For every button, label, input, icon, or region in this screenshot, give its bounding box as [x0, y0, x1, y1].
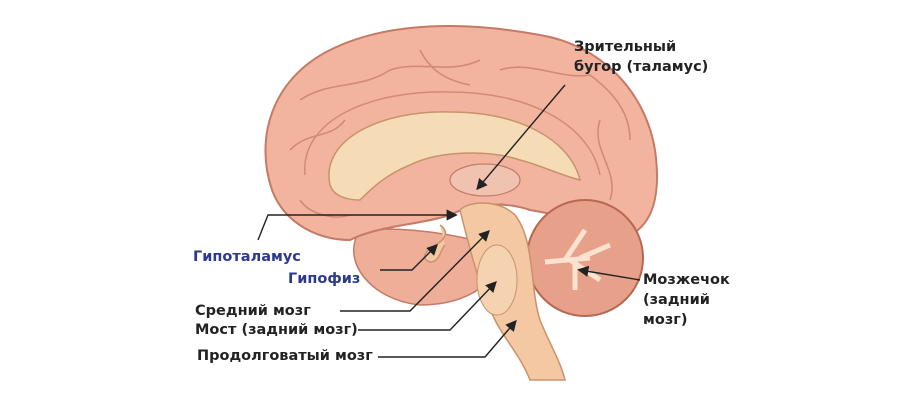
pons-leader — [358, 280, 497, 331]
cerebellum-leader — [577, 265, 641, 281]
pituitary-label: Гипофиз — [288, 271, 361, 287]
midbrain-label: Средний мозг — [195, 303, 311, 319]
corpus-callosum — [328, 111, 582, 201]
thalamus-label-line1: Зрительный — [574, 39, 677, 55]
pituitary-leader — [380, 244, 438, 271]
cerebellum-label-line1: Мозжечок — [643, 272, 730, 288]
cerebellum-label-line3: мозг) — [643, 312, 688, 328]
pons-label: Мост (задний мозг) — [195, 322, 358, 338]
thalamus-leader — [476, 84, 566, 191]
hypothalamus-label: Гипоталамус — [193, 249, 301, 265]
cerebellum-label-line2: (задний — [643, 292, 710, 308]
medulla-label: Продолговатый мозг — [197, 348, 373, 364]
hypothalamus-leader — [257, 209, 458, 241]
medulla-leader — [378, 319, 517, 358]
midbrain-leader — [340, 230, 490, 312]
thalamus-label-line2: бугор (таламус) — [574, 59, 709, 75]
